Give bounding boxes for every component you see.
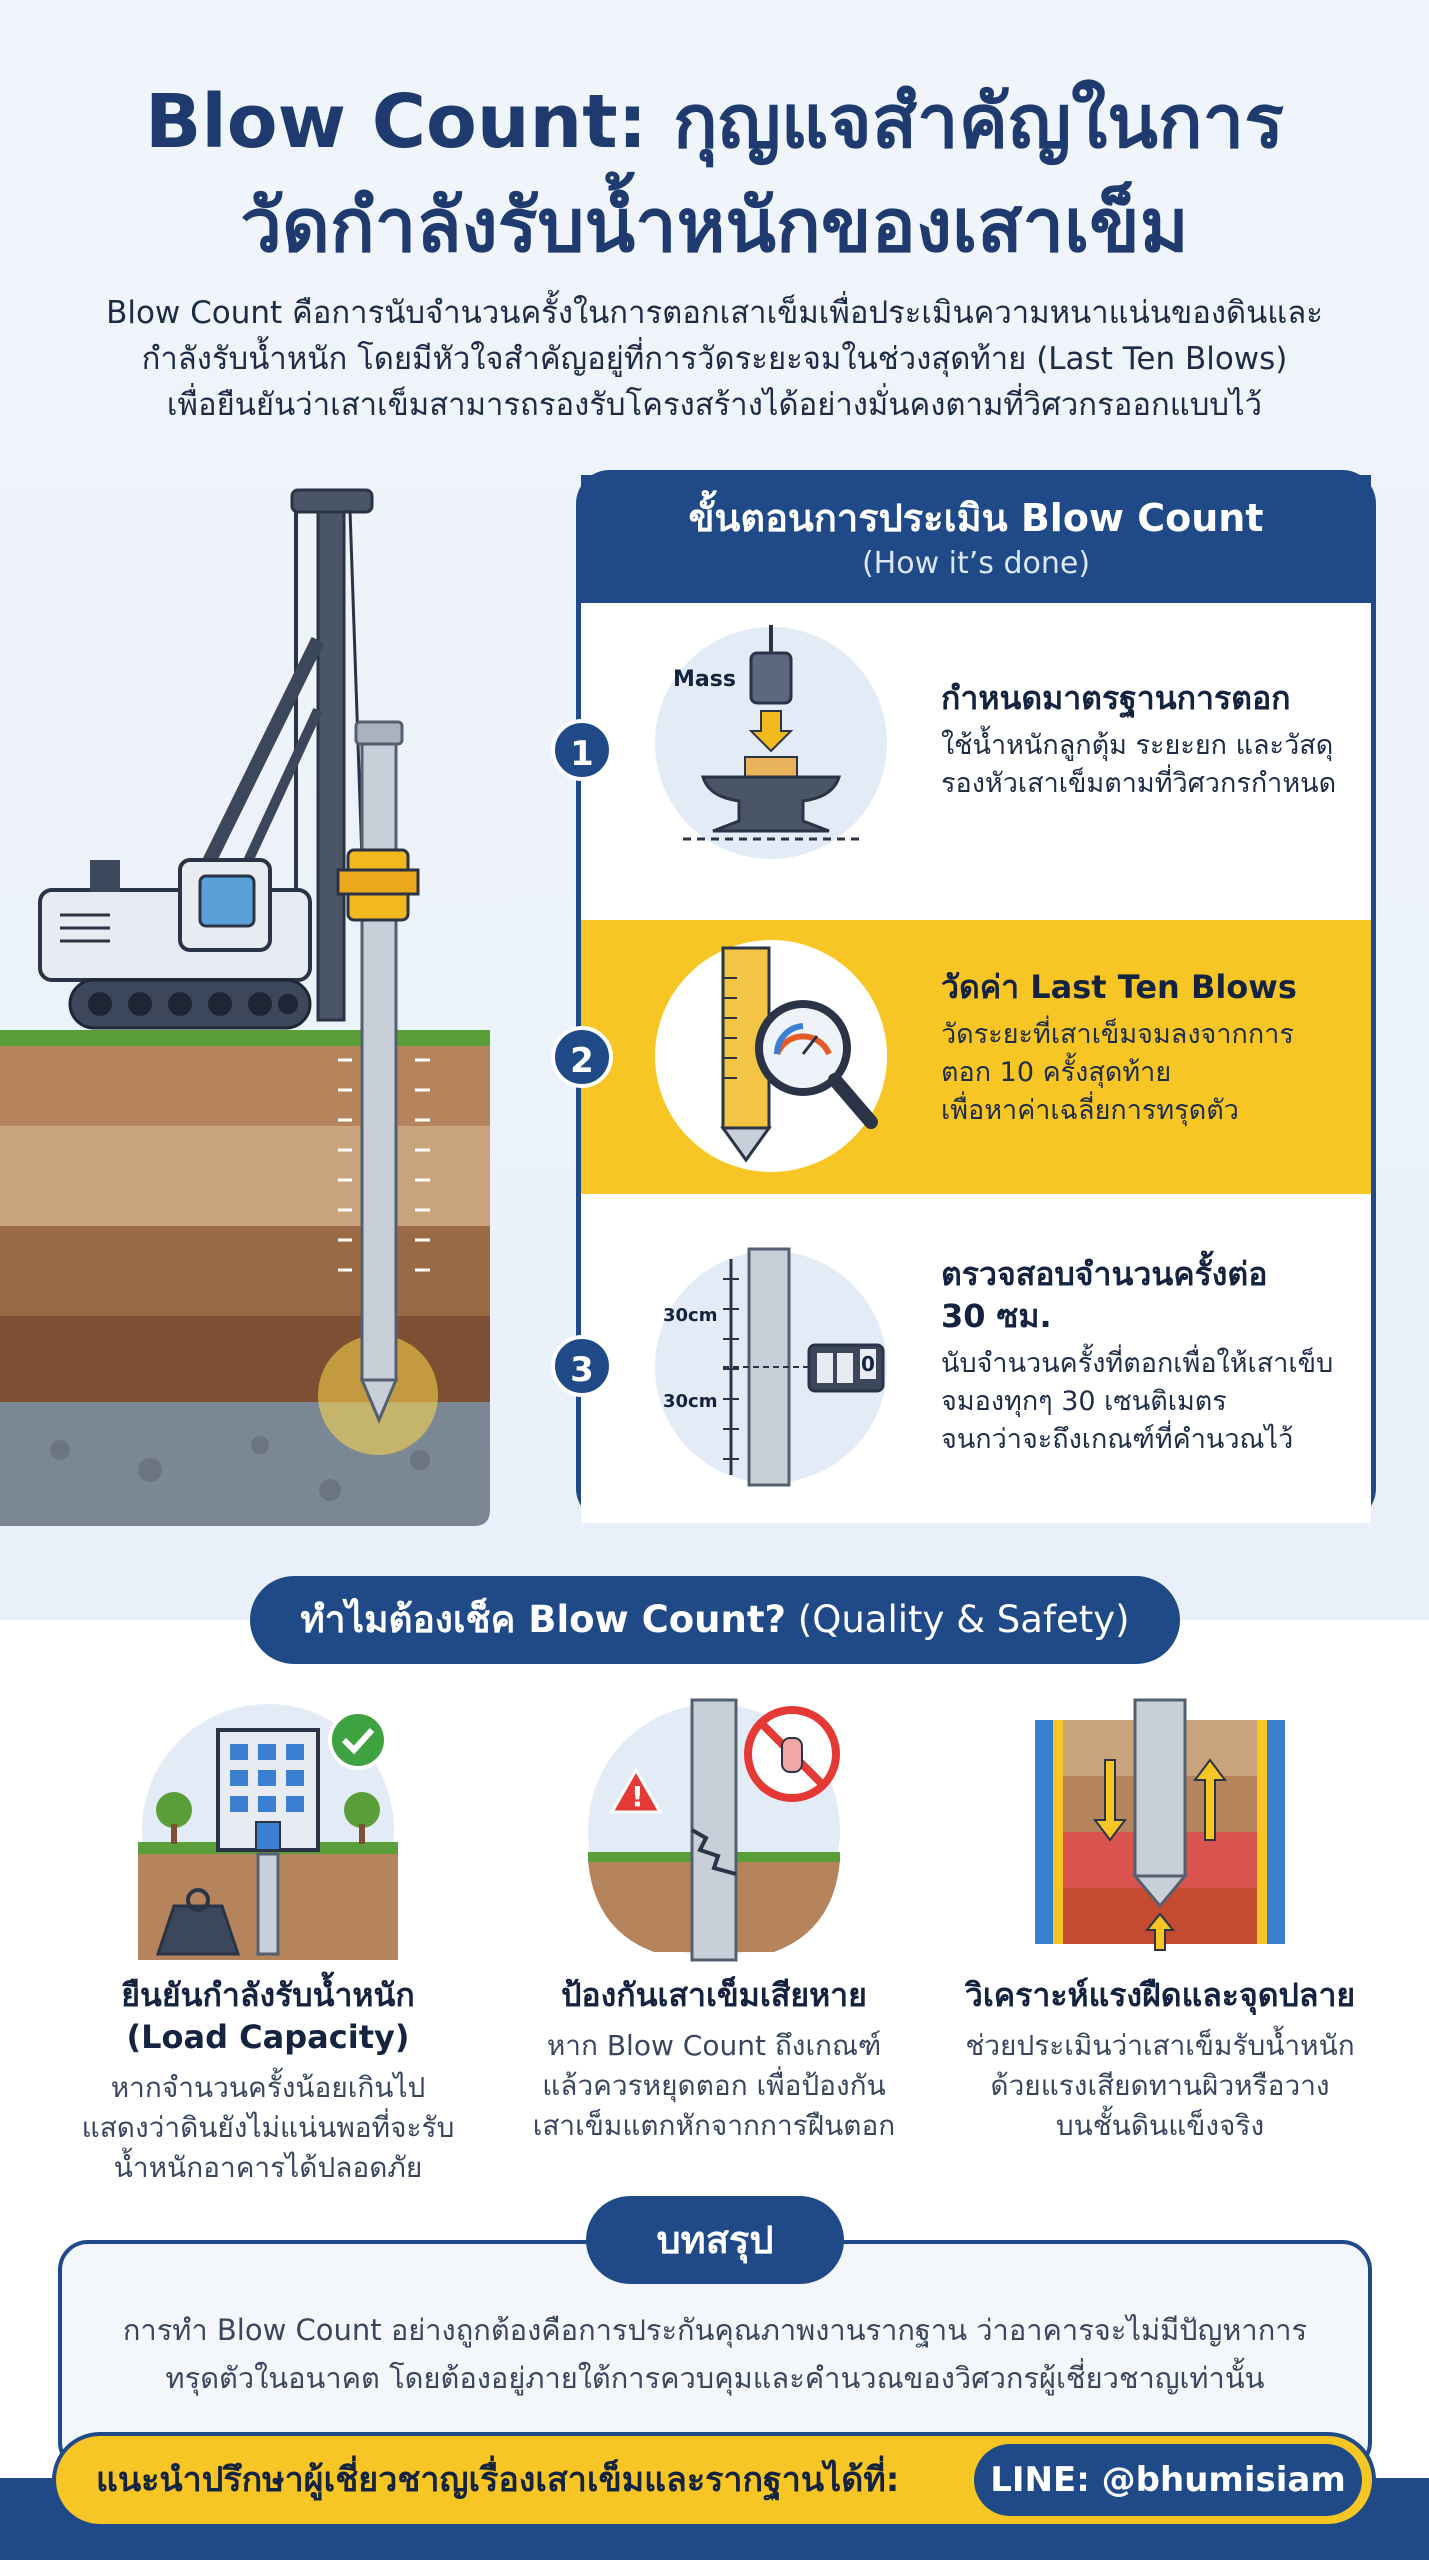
step-text-1: ใช้น้ำหนักลูกตุ้ม ระยะยก และวัสดุ รองหัว… (941, 727, 1361, 803)
scale-label-top: 30cm (663, 1305, 718, 1326)
step-number-3: 3 (551, 1335, 613, 1397)
step-number-2: 2 (551, 1026, 613, 1088)
page-title: Blow Count: กุญแจสำคัญในการ วัดกำลังรับน… (40, 70, 1389, 278)
cracked-pile-stop-icon: ! (584, 1698, 844, 1962)
soil-layers (0, 1030, 490, 1526)
counter-digit: 0 (860, 1349, 876, 1379)
mass-label: Mass (673, 667, 736, 692)
svg-text:!: ! (631, 1780, 644, 1813)
friction-layers-icon (1035, 1698, 1285, 1960)
step-3-text-line-2: จมองทุกๆ 30 เซนติเมตร (941, 1386, 1227, 1417)
line-contact-link[interactable]: LINE: @bhumisiam (974, 2444, 1362, 2516)
contact-text: แนะนำปรึกษาผู้เชี่ยวชาญเรื่องเสาเข็มและร… (96, 2460, 900, 2500)
step-3: 30cm 30cm 0 3 ตรวจสอบจำนวนครั้งต่อ 30 ซม… (551, 1223, 1371, 1523)
step-title-3: ตรวจสอบจำนวนครั้งต่อ 30 ซม. (941, 1253, 1361, 1337)
step-2-text-line-1: วัดระยะที่เสาเข็มจมลงจากการ (941, 1019, 1294, 1050)
why-title-load-capacity-line-2: (Load Capacity) (126, 2018, 410, 2056)
step-3-text-line-1: นับจำนวนครั้งที่ตอกเพื่อให้เสาเข็บ (941, 1348, 1334, 1379)
summary-line-2: ทรุดตัวในอนาคต โดยต้องอยู่ภายใต้การควบคุ… (165, 2361, 1265, 2395)
step-title-2: วัดค่า Last Ten Blows (941, 968, 1297, 1006)
why-title-load-capacity: ยืนยันกำลังรับน้ำหนัก (Load Capacity) (48, 1974, 488, 2058)
summary-text: การทำ Blow Count อย่างถูกต้องคือการประกั… (90, 2306, 1340, 2402)
steps-header: ขั้นตอนการประเมิน Blow Count (How it’s d… (581, 475, 1371, 603)
step-3-title-line-1: ตรวจสอบจำนวนครั้งต่อ (941, 1255, 1268, 1293)
page-title-line-1: Blow Count: กุญแจสำคัญในการ (145, 79, 1284, 165)
intro-line-2: กำลังรับน้ำหนัก โดยมีหัวใจสำคัญอยู่ที่กา… (141, 341, 1288, 377)
why-text-load-capacity-line-3: น้ำหนักอาคารได้ปลอดภัย (113, 2151, 423, 2184)
intro-paragraph: Blow Count คือการนับจำนวนครั้งในการตอกเส… (60, 290, 1369, 428)
why-title-load-capacity-line-1: ยืนยันกำลังรับน้ำหนัก (121, 1976, 415, 2014)
why-card-load-capacity: ยืนยันกำลังรับน้ำหนัก (Load Capacity) หา… (48, 1700, 488, 2188)
why-text-friction-analysis-line-1: ช่วยประเมินว่าเสาเข็มรับน้ำหนัก (965, 2029, 1355, 2062)
step-2-text-line-2: ตอก 10 ครั้งสุดท้าย (941, 1057, 1172, 1088)
why-pill: ทำไมต้องเช็ค Blow Count? (Quality & Safe… (250, 1576, 1180, 1664)
intro-line-3: เพื่อยืนยันว่าเสาเข็มสามารถรองรับโครงสร้… (166, 387, 1263, 423)
why-text-prevent-damage-line-1: หาก Blow Count ถึงเกณฑ์ (546, 2029, 882, 2062)
why-card-prevent-damage: ! ป้องกันเสาเข็มเสียหาย หาก Blow Count ถ… (494, 1698, 934, 2146)
step-1-text-line-1: ใช้น้ำหนักลูกตุ้ม ระยะยก และวัสดุ (941, 730, 1334, 761)
intro-line-1: Blow Count คือการนับจำนวนครั้งในการตอกเส… (106, 295, 1323, 331)
step-number-1: 1 (551, 719, 613, 781)
why-text-prevent-damage-line-2: แล้วควรหยุดตอก เพื่อป้องกัน (542, 2069, 886, 2102)
why-text-friction-analysis-line-3: บนชั้นดินแข็งจริง (1055, 2109, 1265, 2142)
why-text-load-capacity: หากจำนวนครั้งน้อยเกินไป แสดงว่าดินยังไม่… (48, 2068, 488, 2188)
step-2-text-line-3: เพื่อหาค่าเฉลี่ยการทรุดตัว (941, 1095, 1239, 1126)
pile-magnifier-icon (653, 938, 889, 1174)
summary-line-1: การทำ Blow Count อย่างถูกต้องคือการประกั… (122, 2313, 1308, 2347)
depth-ticks (338, 1058, 430, 1272)
why-text-prevent-damage: หาก Blow Count ถึงเกณฑ์ แล้วควรหยุดตอก เ… (494, 2026, 934, 2146)
why-pill-light: (Quality & Safety) (786, 1598, 1130, 1641)
step-3-text-line-3: จนกว่าจะถึงเกณฑ์ที่คำนวณไว้ (941, 1424, 1294, 1455)
step-text-3: นับจำนวนครั้งที่ตอกเพื่อให้เสาเข็บ จมองท… (941, 1345, 1361, 1459)
step-1: Mass 1 กำหนดมาตรฐานการตอก ใช้น้ำหนักลูกต… (551, 603, 1371, 893)
why-text-prevent-damage-line-3: เสาเข็มแตกหักจากการฝืนตอก (532, 2109, 896, 2142)
step-1-text-line-2: รองหัวเสาเข็มตามที่วิศวกรกำหนด (941, 768, 1337, 799)
step-3-title-line-2: 30 ซม. (941, 1297, 1052, 1335)
pile-driver-illustration (0, 488, 490, 1526)
why-card-friction-analysis: วิเคราะห์แรงฝืดและจุดปลาย ช่วยประเมินว่า… (940, 1698, 1380, 2146)
building-check-icon (138, 1700, 398, 1960)
scale-counter-icon (653, 1247, 889, 1487)
why-text-friction-analysis: ช่วยประเมินว่าเสาเข็มรับน้ำหนัก ด้วยแรงเ… (940, 2026, 1380, 2146)
steps-heading: ขั้นตอนการประเมิน Blow Count (688, 496, 1264, 540)
anvil-mass-icon (653, 625, 889, 861)
steps-subheading: (How it’s done) (861, 546, 1091, 581)
why-pill-bold: ทำไมต้องเช็ค Blow Count? (300, 1598, 787, 1641)
why-text-load-capacity-line-2: แสดงว่าดินยังไม่แน่นพอที่จะรับ (81, 2111, 455, 2144)
why-text-friction-analysis-line-2: ด้วยแรงเสียดทานผิวหรือวาง (990, 2069, 1330, 2102)
contact-banner: แนะนำปรึกษาผู้เชี่ยวชาญเรื่องเสาเข็มและร… (52, 2432, 1376, 2528)
step-text-2: วัดระยะที่เสาเข็มจมลงจากการ ตอก 10 ครั้ง… (941, 1016, 1361, 1130)
step-2: 2 วัดค่า Last Ten Blows วัดระยะที่เสาเข็… (551, 920, 1371, 1194)
why-title-friction-analysis: วิเคราะห์แรงฝืดและจุดปลาย (964, 1976, 1356, 2014)
scale-label-bottom: 30cm (663, 1391, 718, 1412)
why-title-prevent-damage: ป้องกันเสาเข็มเสียหาย (561, 1976, 867, 2014)
steps-card: ขั้นตอนการประเมิน Blow Count (How it’s d… (551, 470, 1376, 1523)
summary-pill: บทสรุป (586, 2196, 844, 2284)
why-text-load-capacity-line-1: หากจำนวนครั้งน้อยเกินไป (110, 2071, 426, 2104)
step-title-1: กำหนดมาตรฐานการตอก (941, 679, 1291, 717)
page-title-line-2: วัดกำลังรับน้ำหนักของเสาเข็ม (240, 183, 1189, 269)
